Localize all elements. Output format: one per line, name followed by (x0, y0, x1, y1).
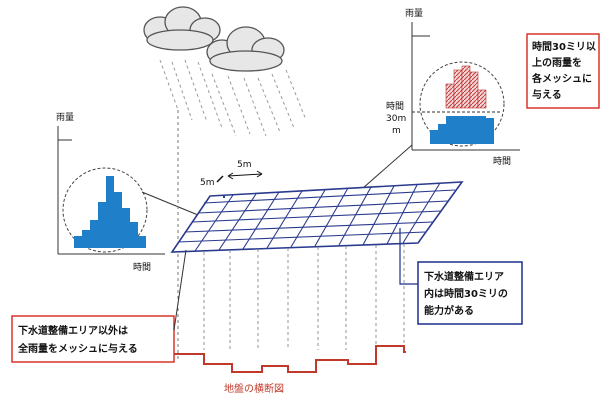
bottom-right-callout: 下水道整備エリア 内は時間30ミリの 能力がある (417, 261, 523, 325)
top-axis-y-label: 雨量 (405, 8, 423, 19)
mesh-grid (170, 181, 464, 253)
rain-icon (159, 59, 307, 137)
left-axis-x-label: 時間 (133, 262, 151, 273)
zoom-circle-left (62, 167, 148, 253)
threshold-label-2: 30m (386, 114, 406, 124)
projection-lines (203, 244, 405, 350)
callout-bottom-right-line-1: 下水道整備エリア (424, 270, 504, 283)
callout-top-line-1: 時間30ミリ以 (532, 40, 596, 53)
left-leader-line (141, 191, 199, 216)
callout-bottom-right-line-2: 内は時間30ミリの (424, 287, 508, 300)
ground-profile (172, 345, 406, 373)
bottom-left-callout: 下水道整備エリア以外は 全雨量をメッシュに与える (11, 315, 175, 363)
callout-top-line-4: 与える (532, 88, 562, 101)
top-axis-x-label: 時間 (493, 156, 511, 167)
bottom-right-leader (399, 228, 418, 285)
threshold-label-1: 時間 (386, 101, 404, 112)
callout-bottom-left-line-1: 下水道整備エリア以外は (18, 324, 128, 337)
left-hyetograph: 雨量 時間 (56, 112, 165, 273)
mesh-size-annotation: 5m 5m (200, 160, 263, 188)
callout-top-line-2: 上の雨量を (532, 56, 582, 69)
cloud-icon (143, 6, 285, 72)
left-axis-y-label: 雨量 (56, 112, 74, 123)
top-right-callout: 時間30ミリ以 上の雨量を 各メッシュに 与える (526, 33, 600, 109)
callout-bottom-right-line-3: 能力がある (424, 304, 474, 317)
ground-cross-section-label: 地盤の横断図 (224, 382, 284, 395)
top-hyetograph: 雨量 時間 時間 30m m (386, 8, 520, 167)
callout-top-line-3: 各メッシュに (531, 72, 592, 85)
mesh-size-y: 5m (200, 178, 215, 188)
bottom-left-leader (173, 249, 187, 331)
threshold-label-3: m (392, 126, 401, 136)
mesh-size-x: 5m (237, 160, 252, 170)
callout-bottom-left-line-2: 全雨量をメッシュに与える (17, 342, 138, 355)
zoom-circle (419, 61, 505, 147)
